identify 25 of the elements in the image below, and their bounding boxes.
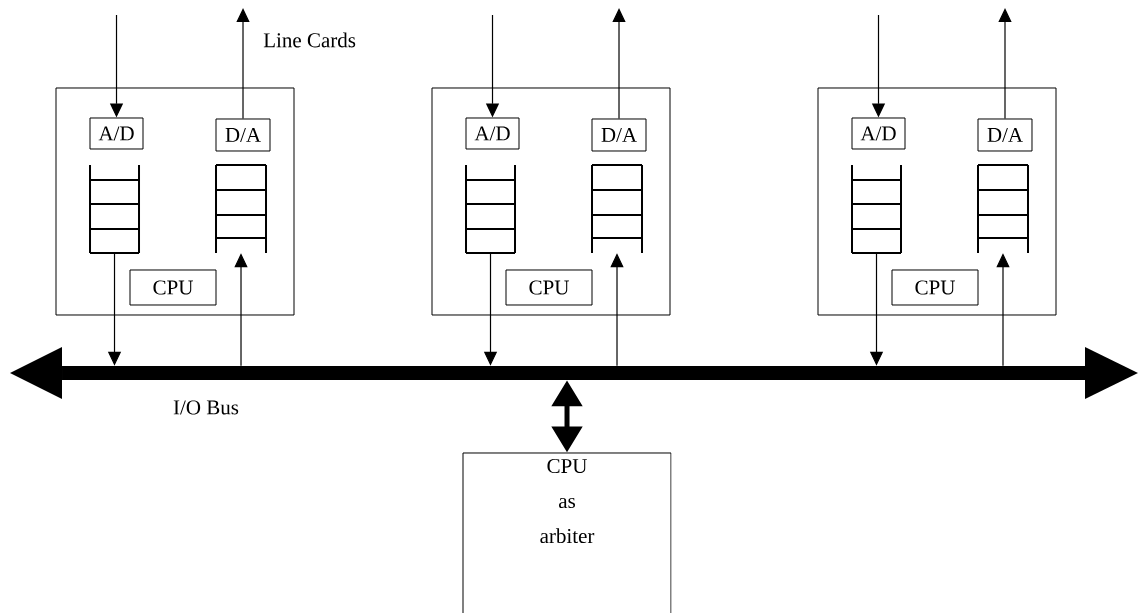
arrow	[236, 8, 250, 120]
queue-drawing	[977, 164, 1029, 254]
bus-label: I/O Bus	[173, 400, 239, 415]
queue-drawing	[89, 164, 140, 254]
line-card-box	[431, 87, 671, 316]
queue-drawing	[591, 164, 643, 254]
line-card-box	[55, 87, 295, 316]
cpu-box: CPU	[505, 269, 593, 306]
converter-box: D/A	[591, 118, 647, 152]
queue-drawing	[851, 164, 902, 254]
arrow	[998, 8, 1012, 120]
converter-box: A/D	[89, 117, 144, 150]
queue-drawing	[465, 164, 516, 254]
arbiter-box: CPU as arbiter	[462, 452, 672, 613]
line-card-box	[817, 87, 1057, 316]
converter-box: A/D	[851, 117, 906, 150]
arrow	[612, 8, 626, 120]
converter-box: D/A	[215, 118, 271, 152]
queue-drawing	[215, 164, 267, 254]
converter-box: A/D	[465, 117, 520, 150]
converter-box: D/A	[977, 118, 1033, 152]
cpu-box: CPU	[891, 269, 979, 306]
cpu-box: CPU	[129, 269, 217, 306]
caption-label: Line Cards	[263, 32, 356, 48]
bus-bar	[10, 347, 1138, 399]
